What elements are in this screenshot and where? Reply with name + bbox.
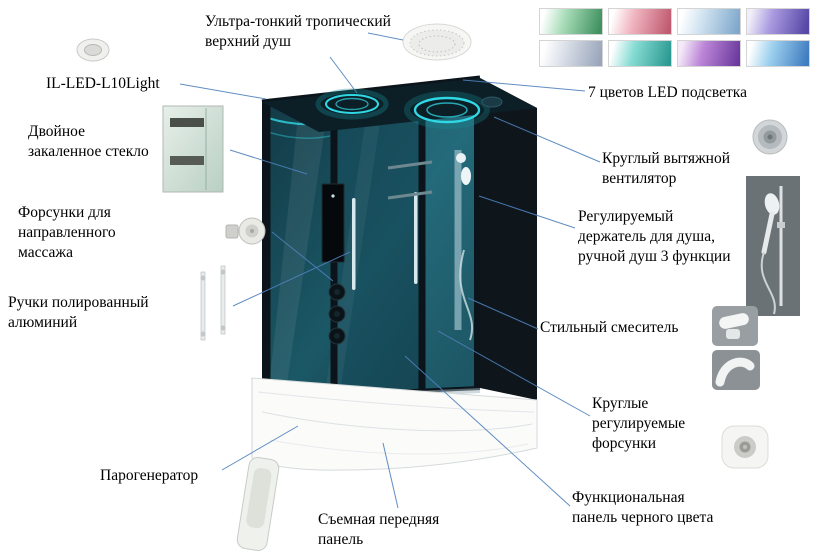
glass-panel-thumb <box>162 105 224 193</box>
rain-shower-head-thumb <box>402 23 472 61</box>
label-shower-holder: Регулируемый держатель для душа, ручной … <box>578 208 731 266</box>
cabin-interior <box>262 80 480 397</box>
door-handle <box>414 192 418 284</box>
led-color-swatch-grid <box>539 8 810 67</box>
label-round-jets: Круглые регулируемые форсунки <box>592 395 686 453</box>
callout-line-top-shower-head <box>367 32 404 41</box>
label-fan: Круглый вытяжной вентилятор <box>602 150 731 188</box>
mixer-thumb <box>712 306 760 390</box>
label-double-glass: Двойное закаленное стекло <box>28 123 149 161</box>
round-jet-thumb <box>721 425 769 469</box>
led-light-thumb <box>76 38 110 62</box>
led-swatch-red-pink <box>608 8 672 35</box>
control-panel <box>321 183 345 263</box>
callout-line-double-glass <box>229 149 308 175</box>
shelf <box>387 190 433 200</box>
callout-line-black-panel <box>404 355 571 507</box>
callout-line-steam-generator <box>221 425 299 471</box>
steam-generator-thumb <box>236 457 280 551</box>
hand-shower <box>461 167 471 185</box>
callout-line-massage-jets <box>271 231 334 282</box>
callout-line-fan <box>493 116 601 163</box>
callout-line-led-model <box>179 83 267 100</box>
led-swatch-blue <box>746 40 810 67</box>
label-massage-jets: Форсунки для направленного массажа <box>18 204 116 262</box>
led-swatch-teal <box>608 40 672 67</box>
callout-line-handles <box>232 251 351 307</box>
shelf <box>387 160 433 170</box>
ceiling-fan <box>481 96 503 108</box>
callout-lines <box>179 32 601 509</box>
callout-line-shower-holder <box>478 195 576 229</box>
label-handles: Ручки полированный алюминий <box>8 294 149 332</box>
label-steam-generator: Парогенератор <box>100 467 199 484</box>
callout-line-mixer <box>467 297 539 330</box>
led-swatch-purple <box>746 8 810 35</box>
callout-line-round-jets <box>437 330 591 417</box>
shower-cabin <box>251 75 538 471</box>
led-swatch-green <box>539 8 603 35</box>
led-swatch-white-blue <box>677 8 741 35</box>
led-swatch-white-multi <box>539 40 603 67</box>
ceiling-led-rings <box>315 88 490 129</box>
shower-holder-thumb <box>746 176 800 316</box>
label-led-model: IL-LED-L10Light <box>46 75 160 92</box>
shower-hose <box>459 249 473 341</box>
label-top-shower: Ультра-тонкий тропический верхний душ <box>205 13 391 51</box>
aluminium-handles-thumb <box>200 265 226 341</box>
label-removable-panel: Съемная передняя панель <box>318 511 440 549</box>
label-mixer: Стильный смеситель <box>540 319 679 336</box>
extractor-fan-thumb <box>752 119 788 155</box>
label-black-panel: Функциональная панель черного цвета <box>572 489 714 527</box>
label-led-colors: 7 цветов LED подсветка <box>588 84 747 101</box>
cabin-ceiling <box>262 78 537 132</box>
tub-base <box>251 377 538 471</box>
led-swatch-violet <box>677 40 741 67</box>
door-handle <box>352 198 356 290</box>
cabin-side-panel <box>480 78 537 400</box>
body-jets <box>328 283 346 345</box>
massage-nozzle-thumb <box>225 217 266 245</box>
callout-line-top-shower-roof <box>329 56 358 94</box>
callout-line-removable-panel <box>382 442 399 509</box>
callout-line-led-colors <box>462 79 586 92</box>
